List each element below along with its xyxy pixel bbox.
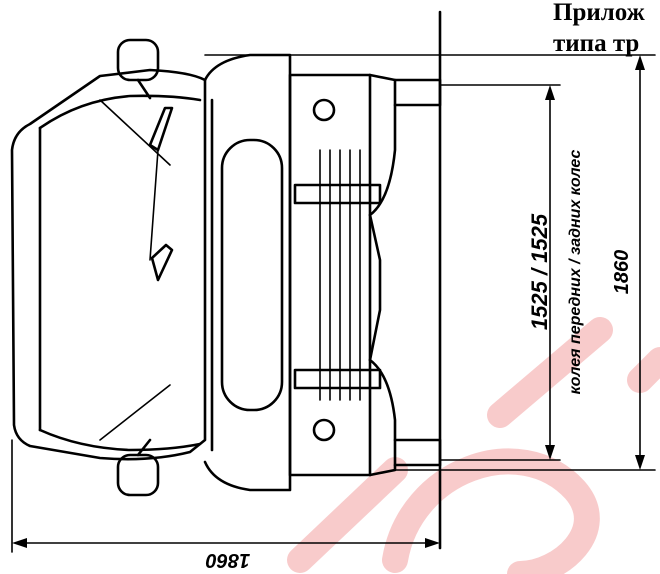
cab-ribs [99, 99, 171, 441]
grille-slats [319, 149, 361, 401]
width-value-label: 1860 [206, 549, 251, 571]
wiper-lower [150, 243, 174, 282]
grille-frame [288, 73, 372, 477]
height-arrow-top [635, 55, 645, 70]
width-arrow-right [425, 538, 440, 548]
wheel-arch-bottom [368, 358, 397, 477]
track-arrow-top [545, 85, 555, 100]
vehicle-cab [10, 38, 207, 497]
header-line-1: Прилож [553, 0, 645, 26]
wheel-arch-top [368, 73, 397, 217]
engine-block [203, 53, 442, 492]
watermark [287, 317, 660, 574]
rear-edge [368, 213, 382, 362]
track-arrow-bottom [545, 445, 555, 460]
wiper-upper [148, 106, 174, 152]
height-value-label: 1860 [611, 250, 633, 295]
bumper-bar-bottom [293, 368, 382, 390]
watermark-stroke-3 [382, 448, 600, 574]
windshield-top [38, 94, 202, 130]
width-arrow-left [12, 538, 27, 548]
windshield-bottom [38, 428, 202, 452]
headlight-bottom [312, 418, 336, 442]
height-arrow-bottom [635, 455, 645, 470]
track-value-label: 1525 / 1525 [527, 213, 552, 330]
height-dimension: 1860 [611, 55, 645, 470]
width-dimension: 1860 [11, 439, 440, 571]
cab-outline [10, 68, 207, 461]
bumper-bar-top [293, 183, 382, 205]
track-caption-label: колея передних / задних колес [567, 149, 584, 394]
header-line-2: типа тр [553, 30, 640, 57]
axle-top [393, 78, 442, 107]
watermark-stroke-1 [287, 457, 408, 573]
mirror-bottom-arm [136, 438, 152, 457]
wiper-arm [149, 149, 159, 261]
watermark-stroke-4 [627, 347, 660, 393]
mirror-bottom [116, 453, 160, 497]
headlight-top [312, 98, 336, 122]
mirror-top-arm [136, 78, 152, 100]
hood-rear [203, 53, 292, 492]
radiator-oval [220, 138, 284, 412]
track-dimension: 1525 / 1525 колея передних / задних коле… [527, 85, 584, 460]
